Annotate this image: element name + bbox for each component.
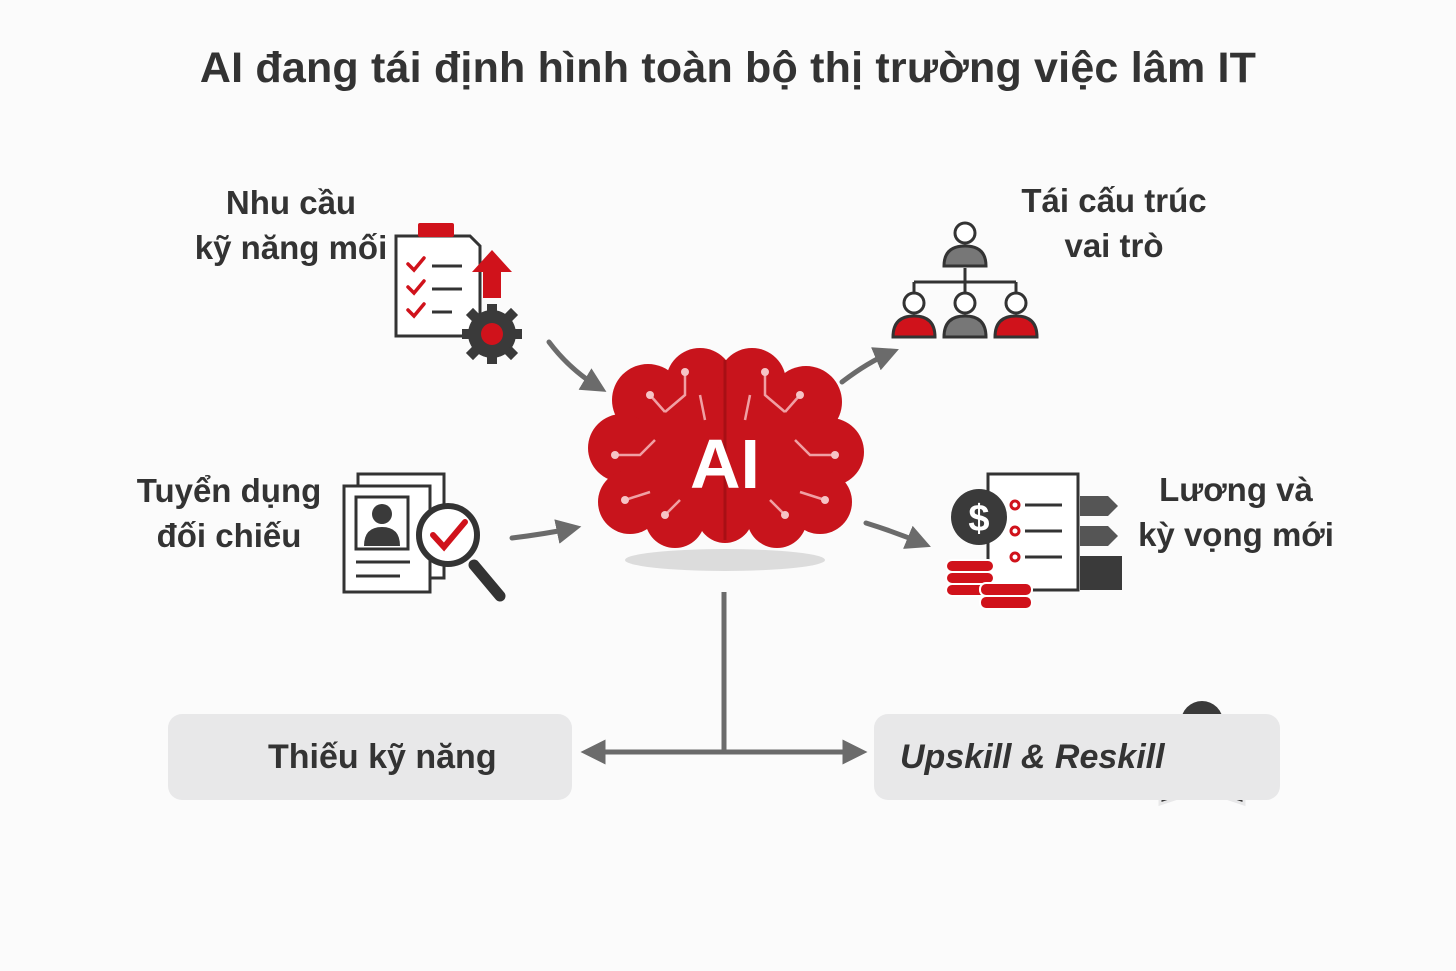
label-recruitment-line1: Tuyển dụng: [136, 472, 322, 509]
arrow-ai-to-salary: [863, 520, 931, 549]
org-chart-icon: [891, 221, 1039, 339]
arrow-recruit-to-ai: [509, 519, 582, 544]
label-recruitment-line2: đối chiếu: [156, 517, 302, 554]
label-salary-line1: Lương và: [1159, 471, 1313, 508]
skill-gap-label: Thiếu kỹ năng: [268, 737, 497, 776]
checklist-gear-upload-icon: [394, 223, 522, 364]
label-recruitment: Tuyển dụng đối chiếu: [122, 468, 336, 558]
page-title: AI đang tái định hình toàn bộ thị trường…: [199, 44, 1257, 92]
resume-magnifier-icon: [342, 472, 506, 602]
svg-text:$: $: [968, 498, 989, 540]
coins-document-icon: $: [945, 472, 1122, 610]
upskill-box: Upskill & Reskill: [874, 714, 1280, 800]
skill-gap-box: Thiếu kỹ năng: [168, 714, 572, 800]
ai-center-label: AI: [690, 425, 760, 503]
arrow-ai-to-roles: [839, 347, 899, 385]
arrow-skills-to-ai: [546, 339, 607, 392]
label-restructure: Tái cấu trúc vai trò: [1010, 178, 1218, 268]
label-restructure-line1: Tái cấu trúc: [1021, 182, 1207, 219]
upskill-label: Upskill & Reskill: [900, 737, 1165, 776]
ai-brain-icon: AI: [588, 348, 864, 571]
label-new-skills-line2: kỹ năng mối: [194, 229, 388, 266]
label-salary-line2: kỳ vọng mới: [1138, 516, 1334, 553]
connector-arrows: [509, 339, 931, 765]
label-new-skills: Nhu cầu kỹ năng mối: [180, 180, 402, 270]
label-salary: Lương và kỳ vọng mới: [1130, 467, 1342, 557]
label-restructure-line2: vai trò: [1064, 227, 1164, 264]
label-new-skills-line1: Nhu cầu: [225, 184, 357, 221]
